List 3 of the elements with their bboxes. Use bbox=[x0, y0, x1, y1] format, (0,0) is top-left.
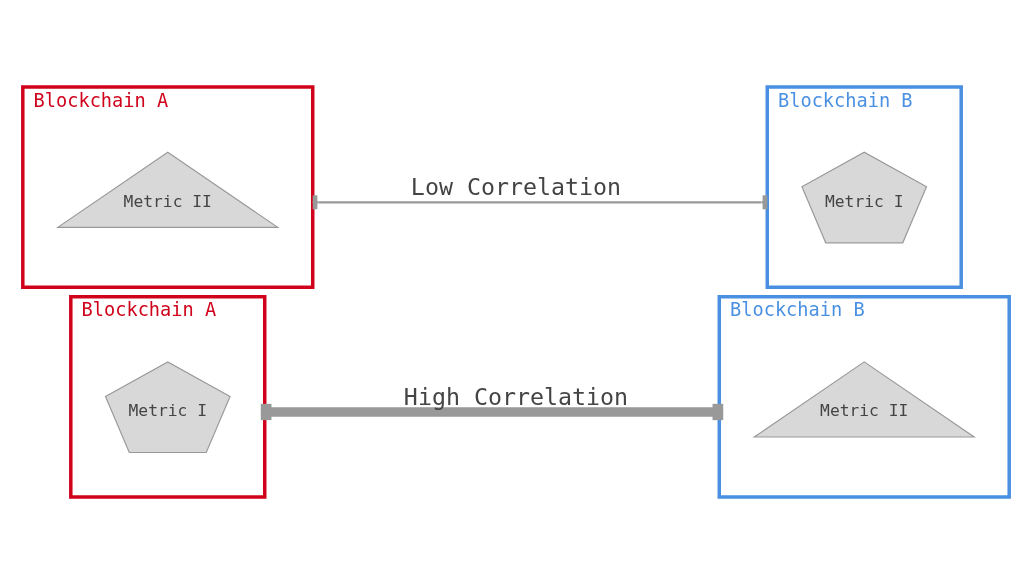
edge-label: High Correlation bbox=[403, 382, 629, 410]
connector bbox=[260, 403, 724, 421]
edge-label: Low Correlation bbox=[410, 173, 622, 201]
